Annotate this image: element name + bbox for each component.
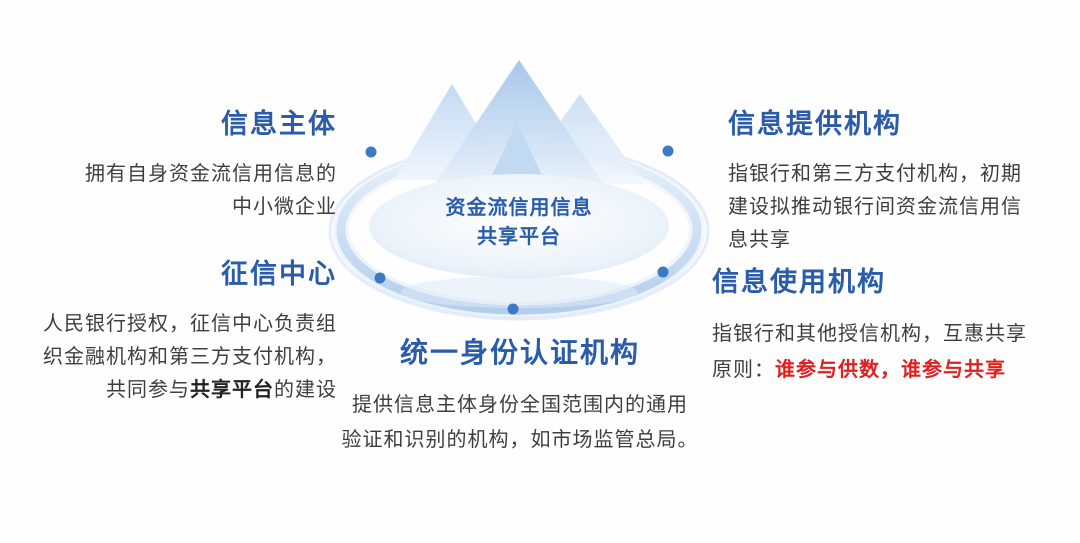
desc-text-red: 谁参与供数，谁参与共享 [775,359,1006,381]
desc-line: 人民银行授权，征信中心负责组 [43,313,337,335]
desc-line: 织金融机构和第三方支付机构， [43,346,337,368]
info-user-desc: 指银行和其他授信机构，互惠共享 原则：谁参与供数，谁参与共享 [712,316,1067,388]
platform-shadow [401,276,637,308]
desc-line: 拥有自身资金流信用信息的 [85,163,337,185]
connector-dot-auth [507,303,519,315]
auth-org-desc: 提供信息主体身份全国范围内的通用 验证和识别的机构，如市场监管总局。 [310,388,730,458]
info-subject-desc: 拥有自身资金流信用信息的 中小微企业 [17,158,337,224]
desc-line: 指银行和其他授信机构，互惠共享 [712,323,1027,345]
credit-center-title: 征信中心 [221,259,337,289]
desc-line: 息共享 [728,229,791,251]
desc-text-bold: 共享平台 [190,379,274,401]
desc-line: 建设拟推动银行间资金流信用信 [728,196,1022,218]
desc-text: 原则： [712,359,775,381]
connector-dot-info-user [657,266,669,278]
platform-title-line1: 资金流信用信息 [445,197,593,219]
credit-center-desc: 人民银行授权，征信中心负责组 织金融机构和第三方支付机构， 共同参与共享平台的建… [0,308,337,407]
desc-line: 提供信息主体身份全国范围内的通用 [352,394,688,416]
desc-text: 的建设 [274,379,337,401]
desc-text: 共同参与 [106,379,190,401]
info-provider-title: 信息提供机构 [728,109,902,139]
node-info-provider: 信息提供机构 指银行和第三方支付机构，初期 建设拟推动银行间资金流信用信 息共享 [728,108,1058,257]
auth-org-title: 统一身份认证机构 [399,337,640,368]
node-auth-org: 统一身份认证机构 提供信息主体身份全国范围内的通用 验证和识别的机构，如市场监管… [310,336,730,458]
desc-line: 共同参与共享平台的建设 [0,374,337,407]
connector-dot-credit-center [374,272,386,284]
mountain-small-icon [489,122,545,182]
info-provider-desc: 指银行和第三方支付机构，初期 建设拟推动银行间资金流信用信 息共享 [728,158,1058,257]
desc-line: 验证和识别的机构，如市场监管总局。 [341,429,699,451]
info-user-title: 信息使用机构 [712,267,886,297]
info-subject-title: 信息主体 [221,109,337,139]
connector-dot-info-subject [365,146,377,158]
desc-line: 原则：谁参与供数，谁参与共享 [712,352,1067,388]
connector-dot-info-provider [662,145,674,157]
node-info-user: 信息使用机构 指银行和其他授信机构，互惠共享 原则：谁参与供数，谁参与共享 [712,266,1067,388]
desc-line: 指银行和第三方支付机构，初期 [728,163,1022,185]
platform-title-line2: 共享平台 [477,226,561,248]
platform-title: 资金流信用信息 共享平台 [409,194,629,252]
node-info-subject: 信息主体 拥有自身资金流信用信息的 中小微企业 [17,108,337,224]
desc-line: 中小微企业 [232,196,337,218]
platform-base [369,174,669,278]
node-credit-center: 征信中心 人民银行授权，征信中心负责组 织金融机构和第三方支付机构， 共同参与共… [0,258,337,407]
